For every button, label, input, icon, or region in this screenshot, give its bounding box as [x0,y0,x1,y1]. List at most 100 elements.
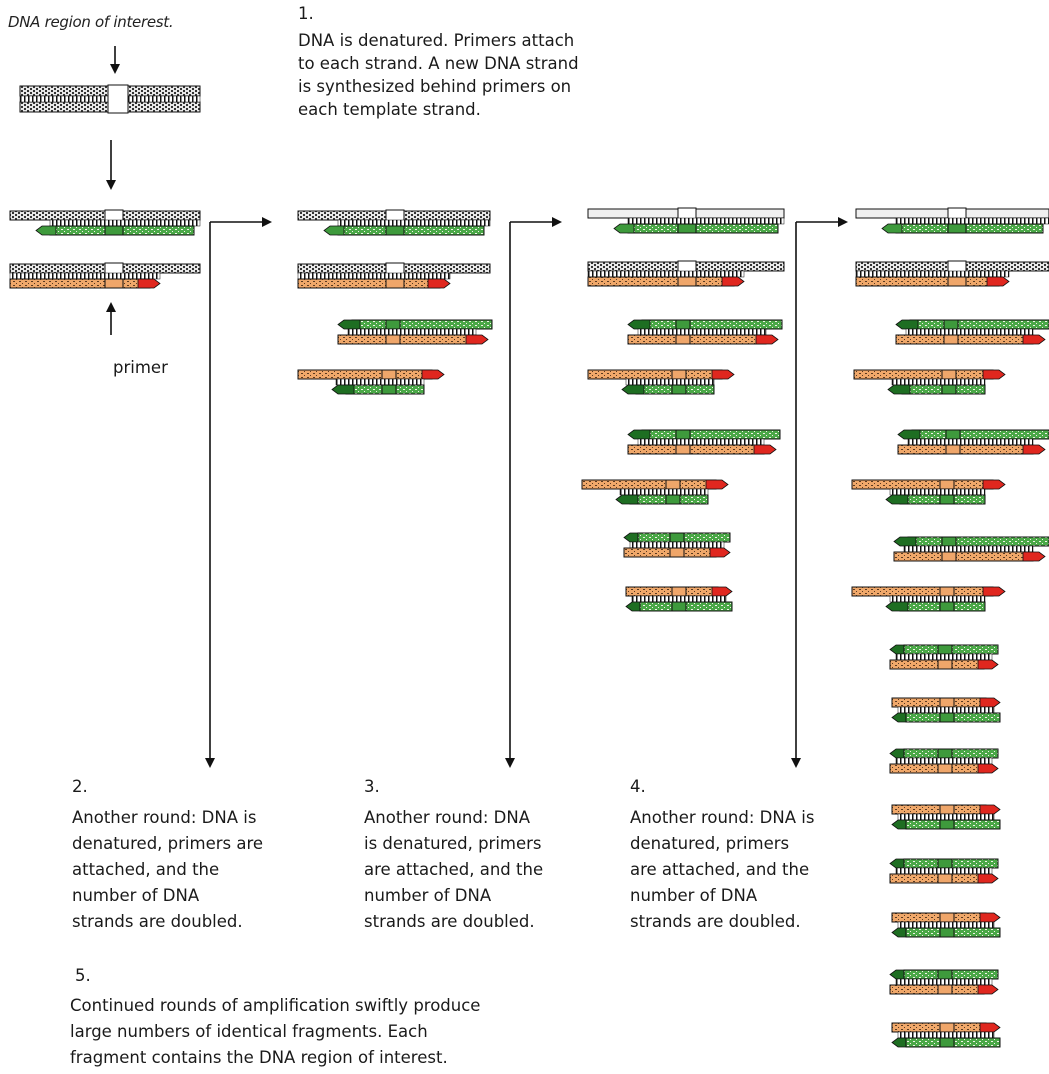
primer-arrow [427,278,451,289]
region-of-interest [941,551,957,562]
dna-duplex [895,319,1049,345]
primer-arrow [977,659,999,670]
region-of-interest [675,334,691,345]
base-pairs [619,488,709,496]
region-of-interest [939,586,955,597]
region-of-interest [937,763,953,774]
strand-orange [891,804,987,815]
strand-orange [893,551,1034,562]
primer-arrow [465,334,489,345]
base-pairs [897,813,995,821]
region-of-interest [939,494,955,505]
dna-duplex [581,479,729,505]
dna-duplex [889,969,999,995]
dna-duplex [297,262,491,289]
primer-arrow [323,225,345,236]
region-of-interest [937,659,953,670]
strand-orange [895,334,1034,345]
strand-green [641,429,781,440]
base-pairs [627,217,785,225]
region-of-interest [939,601,955,612]
base-pairs [49,219,201,227]
diagram-title: DNA region of interest. [8,13,174,31]
step-2-number: 2. [72,777,88,796]
new-strand-orange [297,278,441,289]
strand-orange [853,369,994,380]
region-of-interest [939,804,955,815]
dna-duplex [889,858,999,884]
primer-arrow [627,429,651,440]
primer-arrow [897,429,921,440]
region-of-interest [385,209,405,222]
base-pairs [637,438,765,446]
strand-green [351,319,493,330]
step-2-text: Another round: DNA is denatured, primers… [72,808,264,931]
region-of-interest [943,319,959,330]
strand-orange [891,697,987,708]
step-1-number: 1. [298,4,314,23]
primer-arrow [979,804,1001,815]
region-of-interest [385,278,405,289]
base-pairs [347,328,477,336]
dna-duplex [893,536,1049,562]
dna-duplex [851,479,1006,505]
primer-arrow [1022,551,1046,562]
region-of-interest [381,384,397,395]
region-of-interest [677,276,697,287]
region-of-interest [941,536,957,547]
new-strand-green [337,225,485,236]
base-pairs [903,545,1034,553]
base-pairs [895,978,993,986]
strand-orange [889,659,985,670]
region-of-interest [937,858,953,869]
dna-duplex [891,1022,1001,1048]
base-pairs [897,921,995,929]
primer-label: primer [113,358,168,377]
base-pairs [895,217,1049,225]
region-of-interest [669,532,685,543]
region-of-interest [675,444,691,455]
region-of-interest [104,225,124,236]
primer-arrow [885,494,909,505]
new-strand-green [895,223,1044,234]
base-pairs [895,757,993,765]
original-dna [19,84,201,114]
region-of-interest [939,697,955,708]
region-of-interest [677,223,697,234]
region-of-interest [671,601,687,612]
region-of-interest [669,547,685,558]
strand-orange [587,369,723,380]
step-1-text: DNA is denatured. Primers attach to each… [298,31,579,119]
region-of-interest [385,262,405,275]
new-strand-orange [587,276,735,287]
primer-arrow [979,912,1001,923]
base-pairs [625,378,715,386]
strand-orange [889,873,985,884]
base-pairs [855,270,1010,278]
strand-orange [889,984,985,995]
region-of-interest [385,319,401,330]
primer-arrow [421,369,445,380]
strand-green [641,319,783,330]
strand-green [911,429,1049,440]
dna-duplex [297,209,491,236]
region-of-interest [937,969,953,980]
region-of-interest [937,873,953,884]
base-pairs [905,328,1034,336]
base-pairs [9,272,161,280]
step-3-text: Another round: DNA is denatured, primers… [364,808,544,931]
primer-arrow [893,536,917,547]
base-pairs [897,1031,995,1039]
dna-duplex [897,429,1049,455]
base-pairs [907,438,1034,446]
strand-orange [627,334,767,345]
primer-arrow [982,479,1006,490]
strand-orange [891,912,987,923]
region-of-interest [945,429,961,440]
dna-duplex [9,262,201,289]
primer-arrow [755,334,779,345]
strand-orange [851,586,994,597]
region-of-interest [947,223,967,234]
region-of-interest [107,84,129,114]
